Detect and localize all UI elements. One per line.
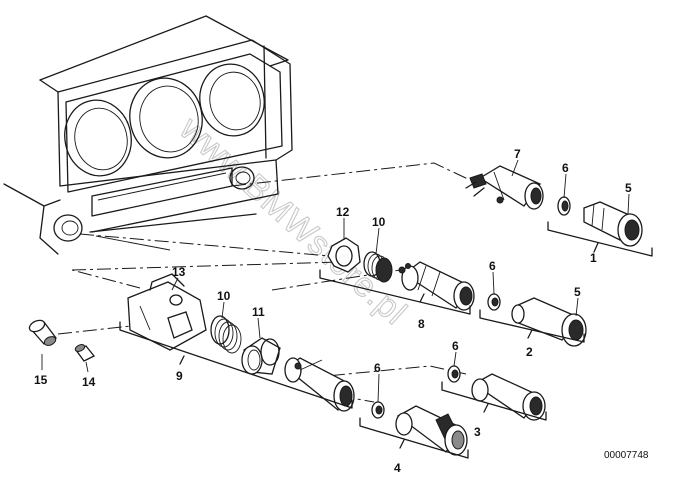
part-6-washer-a: [557, 196, 571, 216]
part-15-bulb-holder: [28, 319, 57, 346]
part-13-socket-housing: [127, 273, 207, 351]
callout-labels: 7 6 5 1 12 10 6 5 8 2 13 10 11 9 6 6 3 4…: [34, 147, 632, 475]
callout-14: 14: [82, 375, 96, 389]
part-10-spring-upper: [363, 251, 393, 283]
callout-8: 8: [418, 317, 425, 331]
part-9-lighter-socket: [284, 357, 355, 412]
callout-15: 15: [34, 373, 48, 387]
part-7-element: [465, 165, 544, 210]
dashboard-housing: [3, 15, 293, 255]
callout-6-middle: 6: [489, 259, 496, 273]
part-12-nut: [327, 237, 361, 273]
callout-5-middle: 5: [574, 285, 581, 299]
part-4-lighter: [395, 405, 468, 456]
part-14-bulb: [74, 344, 96, 362]
part-11-ring: [241, 337, 281, 375]
gauge-right: [199, 63, 265, 137]
part-10-spring-left: [210, 315, 242, 354]
callout-leaders: [41, 159, 630, 403]
callout-7: 7: [514, 147, 521, 161]
part-6-washer-d: [371, 401, 385, 419]
part-5-lighter-plug-middle: [511, 297, 587, 347]
part-6-washer-b: [487, 293, 501, 311]
callout-9: 9: [176, 369, 183, 383]
callout-11: 11: [252, 305, 265, 319]
callout-4: 4: [394, 461, 401, 475]
drawing-code: 00007748: [604, 450, 649, 461]
callout-1: 1: [590, 251, 597, 265]
part-6-washer-c: [447, 365, 461, 383]
callout-10-upper: 10: [372, 215, 386, 229]
callout-2: 2: [526, 345, 533, 359]
assembly-brackets: [119, 221, 653, 459]
gauge-left: [64, 99, 132, 177]
callout-3: 3: [474, 425, 481, 439]
callout-12: 12: [336, 205, 350, 219]
callout-6-upper: 6: [562, 161, 569, 175]
part-3-lighter: [471, 373, 546, 421]
part-5-lighter-plug-upper: [583, 201, 643, 247]
callout-6-lower-right: 6: [452, 339, 459, 353]
callout-6-lower-left: 6: [374, 361, 381, 375]
callout-5-upper: 5: [625, 181, 632, 195]
part-8-socket-assembly: [398, 261, 475, 311]
callout-10-lower: 10: [217, 289, 231, 303]
callout-13: 13: [172, 265, 186, 279]
